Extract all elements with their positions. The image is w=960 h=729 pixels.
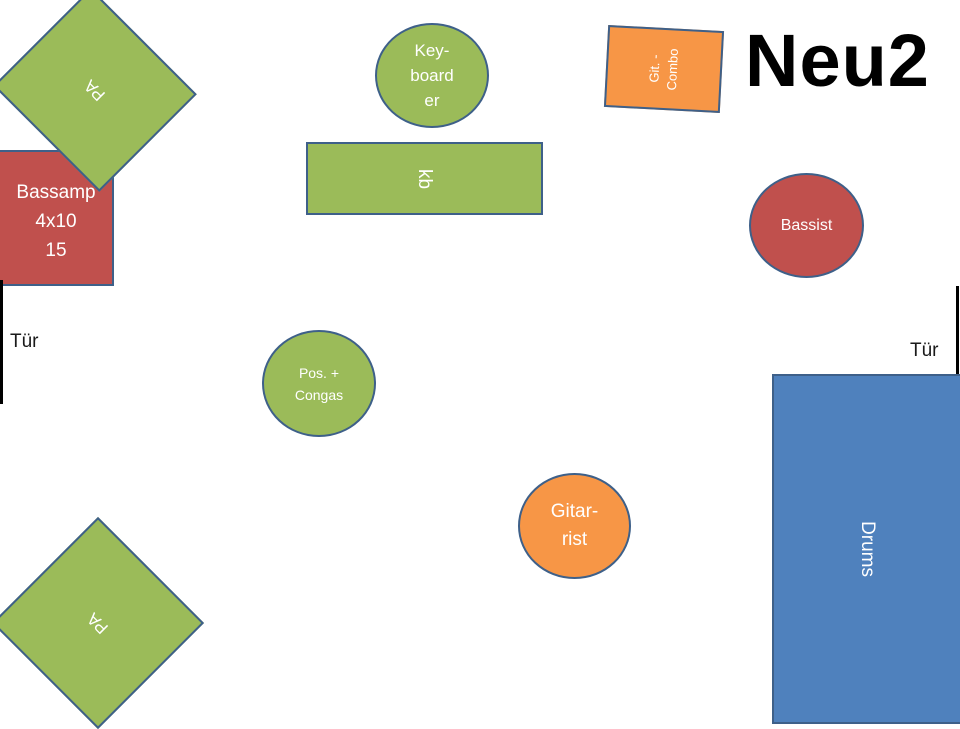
left-door-wall (0, 280, 3, 404)
page-title: Neu2 (745, 19, 930, 102)
drums-label: Drums (856, 521, 878, 577)
drums-box: Drums (772, 374, 960, 724)
pa-bottom-label: PA (83, 609, 112, 638)
bassist-label: Bassist (780, 216, 833, 234)
bassamp-label: Bassamp 4x10 15 (16, 181, 96, 261)
right-door-label: Tür (910, 340, 939, 361)
left-door-label: Tür (10, 331, 39, 352)
pa-top-label: PA (80, 76, 109, 105)
pa-bottom-box: PA (0, 516, 205, 729)
keyboarder-circle: Key- board er (375, 23, 489, 128)
git-combo-label: Git. - Combo (646, 48, 682, 91)
git-combo-box: Git. - Combo (603, 25, 725, 113)
percussion-circle: Pos. + Congas (262, 330, 376, 437)
kb-box: kb (306, 142, 543, 215)
guitarist-label: Gitar- rist (550, 501, 599, 550)
kb-label: kb (414, 168, 436, 189)
keyboarder-label: Key- board er (410, 41, 454, 110)
percussion-label: Pos. + Congas (294, 364, 344, 403)
bassist-circle: Bassist (749, 173, 864, 278)
guitarist-circle: Gitar- rist (518, 473, 631, 579)
right-door-wall (956, 286, 959, 412)
